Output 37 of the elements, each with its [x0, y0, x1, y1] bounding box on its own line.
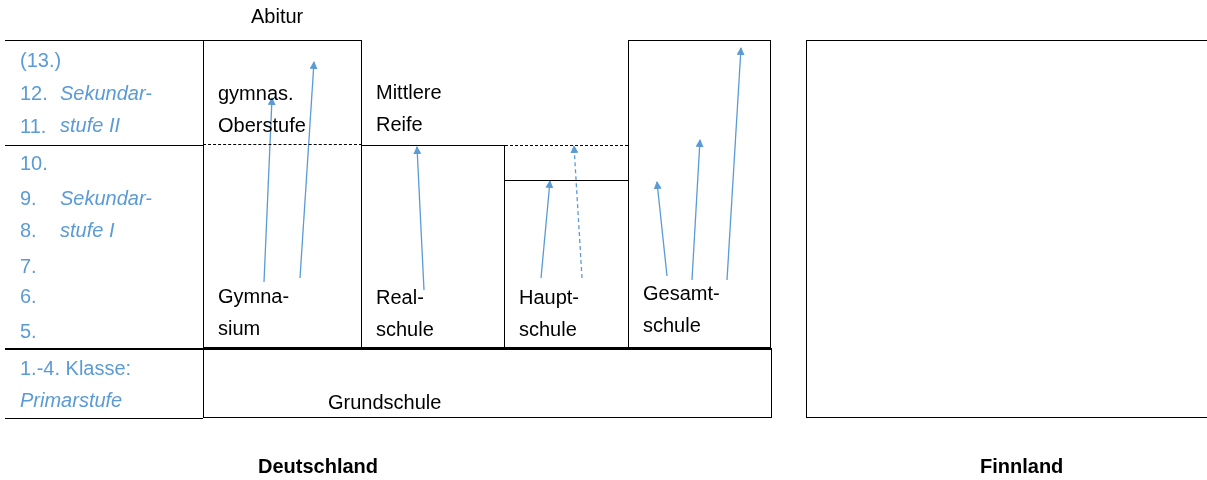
- arrow: [299, 61, 318, 279]
- grade-number: 8.: [20, 218, 37, 243]
- school-label: Gesamt- schule: [643, 281, 720, 338]
- grade-number: 7.: [20, 254, 37, 279]
- school-box: [203, 145, 362, 348]
- grade-number: 11.: [20, 114, 47, 139]
- arrow: [540, 180, 554, 279]
- school-stage-box: [203, 40, 362, 145]
- stage-label: Primarstufe: [20, 388, 123, 413]
- school-label: Grundschule: [328, 390, 442, 415]
- qualification-text: Abitur: [251, 4, 304, 29]
- grade-label: 1.-4. Klasse:: [20, 356, 132, 381]
- school-box: [362, 145, 505, 348]
- stage-label: Sekundar- stufe II: [60, 81, 152, 138]
- empty-box: [806, 40, 1207, 418]
- arrow: [691, 139, 704, 281]
- school-box: [505, 180, 628, 348]
- arrow: [726, 47, 745, 281]
- school-label: gymnas. Oberstufe: [218, 81, 306, 138]
- arrow: [653, 181, 668, 277]
- arrow: [263, 97, 276, 283]
- school-label: Gymna- sium: [218, 284, 290, 341]
- grade-number: 10.: [20, 151, 48, 176]
- country-caption: Finnland: [980, 454, 1064, 479]
- school-label: Haupt- schule: [519, 285, 580, 342]
- arrow: [570, 145, 583, 279]
- grade-number: 9.: [20, 186, 37, 211]
- stage-label: Sekundar- stufe I: [60, 186, 152, 243]
- grade-number: 12.: [20, 81, 48, 106]
- school-label: Real- schule: [376, 285, 434, 342]
- grade-number: 5.: [20, 319, 37, 344]
- school-box: [628, 40, 771, 348]
- grade-number: (13.): [20, 48, 62, 73]
- school-label: Mittlere Reife: [376, 80, 442, 137]
- country-caption: Deutschland: [258, 454, 379, 479]
- grade-number: 6.: [20, 284, 37, 309]
- arrow: [413, 146, 425, 291]
